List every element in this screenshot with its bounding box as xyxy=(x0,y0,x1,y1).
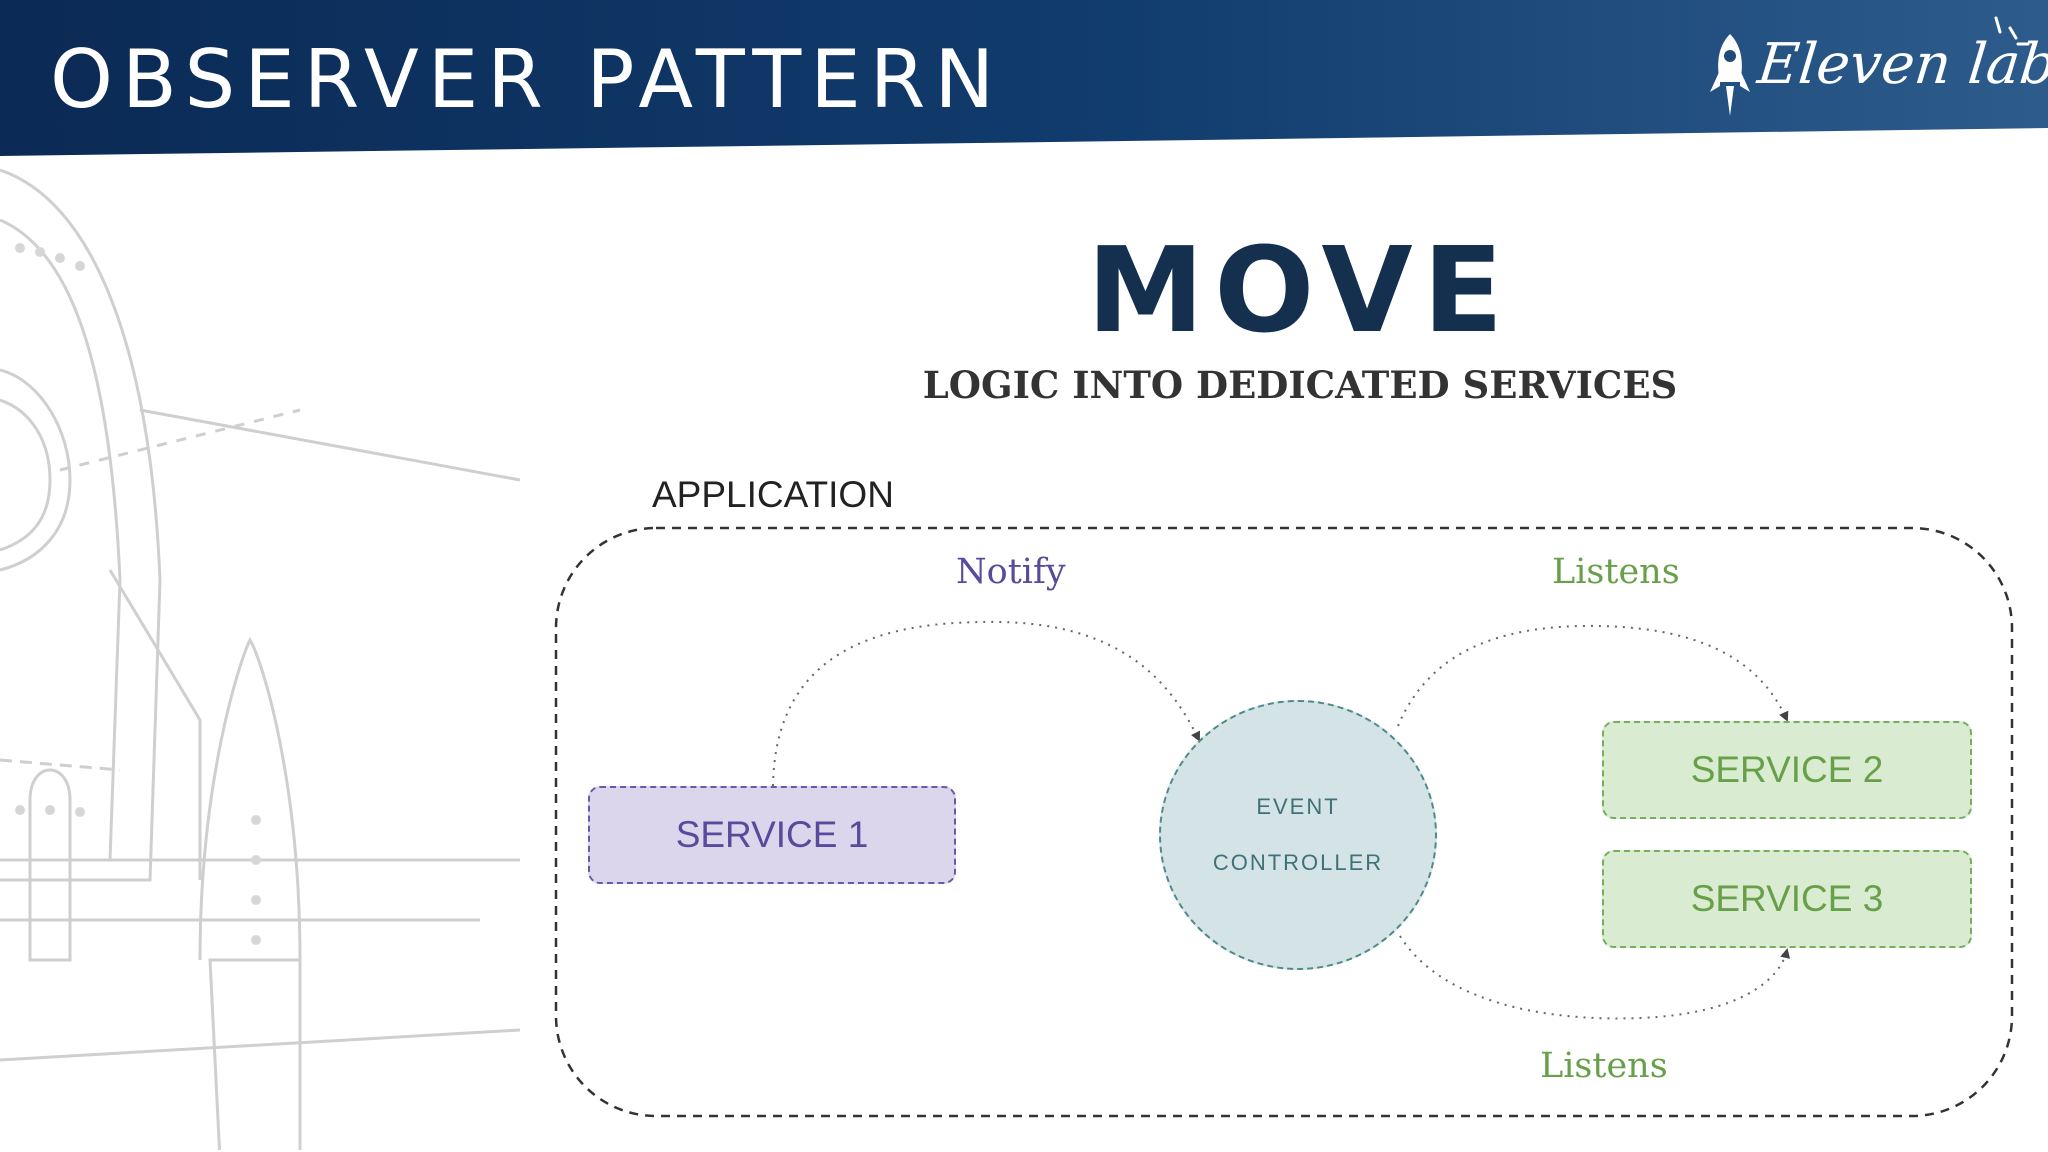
event-controller-label-line1: EVENT xyxy=(1256,794,1340,819)
brand-logo: Eleven labs xyxy=(1700,14,2048,124)
service-3-node: SERVICE 3 xyxy=(1602,850,1972,948)
application-label: APPLICATION xyxy=(652,474,894,515)
service-2-node: SERVICE 2 xyxy=(1602,721,1972,819)
slide-heading: MOVE xyxy=(1086,221,1514,359)
service-1-node: SERVICE 1 xyxy=(588,786,956,884)
listens-bottom-label: Listens xyxy=(1540,1046,1668,1086)
header-background xyxy=(0,0,2048,156)
listens-bottom-arrow xyxy=(1399,935,1791,1020)
slide-title: OBSERVER PATTERN xyxy=(50,33,1004,126)
notify-arrow xyxy=(772,620,1201,787)
slide-subheading: LOGIC INTO DEDICATED SERVICES xyxy=(922,363,1678,407)
rocket-icon xyxy=(1710,34,1750,116)
rocket-sketch-illustration xyxy=(0,168,521,1150)
listens-top-arrow xyxy=(1397,624,1789,727)
event-controller-node: EVENT CONTROLLER xyxy=(1159,700,1437,970)
listens-top-label: Listens xyxy=(1552,552,1680,592)
notify-label: Notify xyxy=(956,552,1066,592)
service-2-label: SERVICE 2 xyxy=(1690,749,1884,790)
event-controller-label-line2: CONTROLLER xyxy=(1212,850,1384,875)
header-banner: OBSERVER PATTERN Eleven labs xyxy=(0,0,2048,160)
sparkle-icon xyxy=(1994,16,2030,46)
service-1-label: SERVICE 1 xyxy=(675,814,869,855)
service-3-label: SERVICE 3 xyxy=(1690,878,1884,919)
application-container xyxy=(554,526,2014,1118)
